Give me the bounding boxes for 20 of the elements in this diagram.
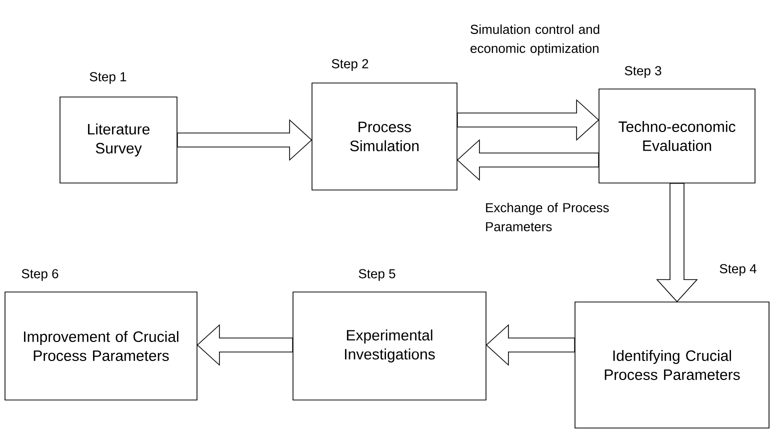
step-label: Step 4 <box>720 264 756 276</box>
process-box: Experimental Investigations <box>292 292 486 400</box>
process-box: Literature Survey <box>60 96 178 184</box>
process-box: Identifying Crucial Process Parameters <box>574 302 770 428</box>
block-arrow <box>486 324 575 366</box>
process-box: Process Simulation <box>312 82 458 190</box>
block-arrow <box>457 99 600 141</box>
step-label: Step 2 <box>332 59 368 71</box>
step-label: Step 6 <box>22 269 58 281</box>
process-box: Improvement of Crucial Process Parameters <box>4 292 198 400</box>
edge-label: Exchange of Process Parameters <box>484 202 616 232</box>
step-label: Step 1 <box>90 72 126 84</box>
step-label: Step 3 <box>624 66 662 78</box>
process-box: Techno-economic Evaluation <box>598 88 756 184</box>
block-arrow <box>196 324 293 366</box>
block-arrow <box>656 183 698 302</box>
block-arrow <box>177 119 312 161</box>
step-label: Step 5 <box>358 269 396 281</box>
block-arrow <box>456 139 599 181</box>
edge-label: Simulation control and economic optimization <box>469 23 611 57</box>
